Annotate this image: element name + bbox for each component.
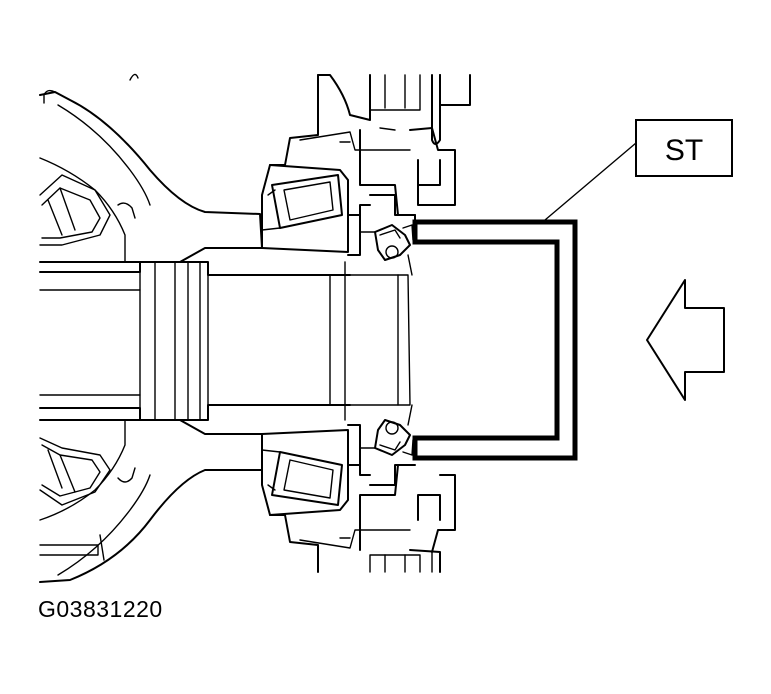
upper-oil-seal — [359, 224, 414, 261]
special-tool-installer — [412, 219, 578, 461]
lower-taper-bearing — [261, 424, 361, 516]
pinion-shaft — [39, 254, 413, 426]
st-callout: ST — [544, 119, 733, 221]
lower-oil-seal — [359, 419, 414, 456]
upper-retainer — [261, 74, 471, 249]
lower-retainer — [261, 433, 456, 573]
figure-code: G03831220 — [38, 596, 163, 622]
st-label-box — [635, 119, 733, 177]
pinion-gear — [39, 174, 136, 506]
st-label: ST — [665, 134, 703, 167]
upper-taper-bearing — [261, 164, 361, 256]
arrow-left-icon — [646, 279, 725, 401]
carrier-housing — [39, 73, 263, 583]
